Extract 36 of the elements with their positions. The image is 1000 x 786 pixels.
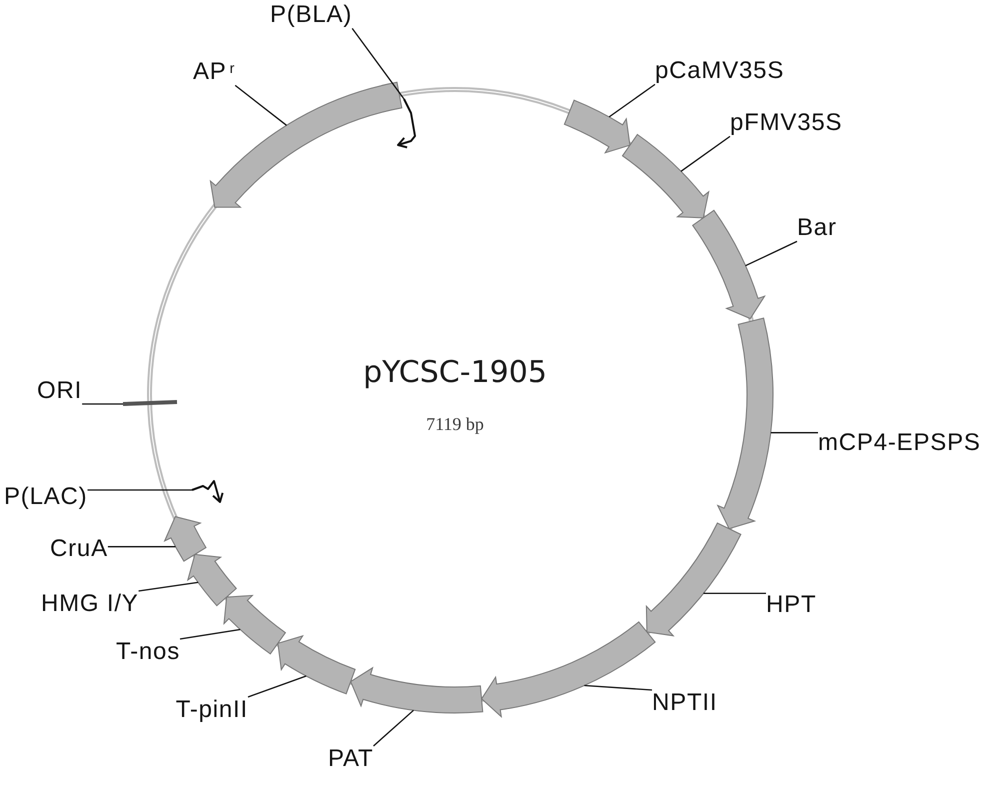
feature-label: AP$^{r}$ (193, 59, 236, 86)
feature-label: P(LAC) (4, 484, 88, 510)
leader-line (584, 684, 652, 691)
leader-line (108, 546, 176, 548)
origin-marker (122, 400, 178, 406)
feature-label: NPTII (652, 690, 718, 716)
leader-line (138, 582, 198, 592)
gene-segment (481, 621, 656, 718)
leader-line (373, 710, 414, 746)
feature-label: PAT (328, 746, 374, 772)
leader-line (704, 592, 766, 594)
feature-label: pCaMV35S (655, 58, 784, 84)
leader-line (180, 628, 240, 640)
feature-label: T-pinII (176, 697, 248, 724)
leader-line (88, 489, 192, 491)
feature-label: pFMV35S (730, 110, 842, 136)
leader-line (608, 84, 656, 118)
leader-line (770, 432, 818, 434)
feature-label: Bar (797, 215, 837, 242)
feature-label: HMG I/Y (41, 591, 139, 618)
leader-line (234, 84, 287, 126)
feature-label: T-nos (116, 639, 180, 666)
leader-line (352, 28, 405, 100)
feature-label: HPT (766, 592, 816, 618)
feature-label: CruA (50, 536, 108, 562)
leader-line (248, 675, 306, 698)
feature-label: ORI (37, 378, 82, 404)
leader-line (680, 136, 730, 172)
plasmid-size: 7119 bp (426, 414, 484, 434)
leader-line (745, 240, 798, 266)
plasmid-name: pYCSC-1905 (363, 356, 547, 389)
feature-label: mCP4-EPSPS (818, 430, 981, 456)
leader-line (82, 403, 123, 405)
gene-segment (350, 667, 484, 714)
feature-label: P(BLA) (270, 2, 352, 28)
gene-segment (717, 318, 774, 530)
